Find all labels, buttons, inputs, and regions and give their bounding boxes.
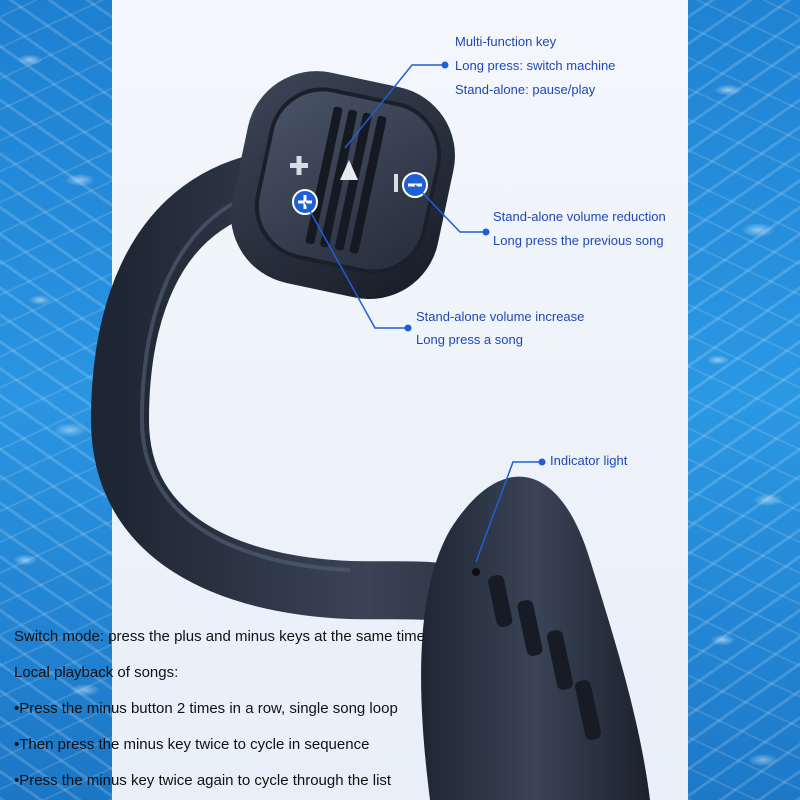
callout-volume-down (414, 184, 484, 233)
play-icon (340, 160, 358, 180)
instruction-line: Switch mode: press the plus and minus ke… (14, 628, 426, 645)
multifunction-line1: Long press: switch machine (455, 58, 616, 73)
instruction-line: Local playback of songs: (14, 664, 179, 681)
multifunction-line2: Stand-alone: pause/play (455, 82, 596, 97)
callout-multifunction (344, 64, 442, 149)
pad-minus-symbol (394, 174, 398, 192)
indicator-label: Indicator light (550, 453, 628, 468)
water-background-right (688, 0, 800, 800)
control-pad (254, 87, 442, 274)
callout-indicator (475, 461, 540, 563)
instruction-line: •Then press the minus key twice to cycle… (14, 736, 370, 753)
instruction-line: •Press the minus button 2 times in a row… (14, 700, 398, 717)
volume-down-line2: Long press the previous song (493, 233, 664, 248)
volume-down-line1: Stand-alone volume reduction (493, 209, 666, 224)
volume-up-line2: Long press a song (416, 332, 523, 347)
volume-up-line1: Stand-alone volume increase (416, 309, 585, 324)
callout-volume-up (304, 201, 406, 329)
multifunction-title: Multi-function key (455, 34, 557, 49)
lower-grille (488, 574, 601, 740)
pad-plus-symbol (290, 156, 308, 175)
indicator-light (472, 568, 480, 576)
instruction-line: •Press the minus key twice again to cycl… (14, 772, 392, 789)
